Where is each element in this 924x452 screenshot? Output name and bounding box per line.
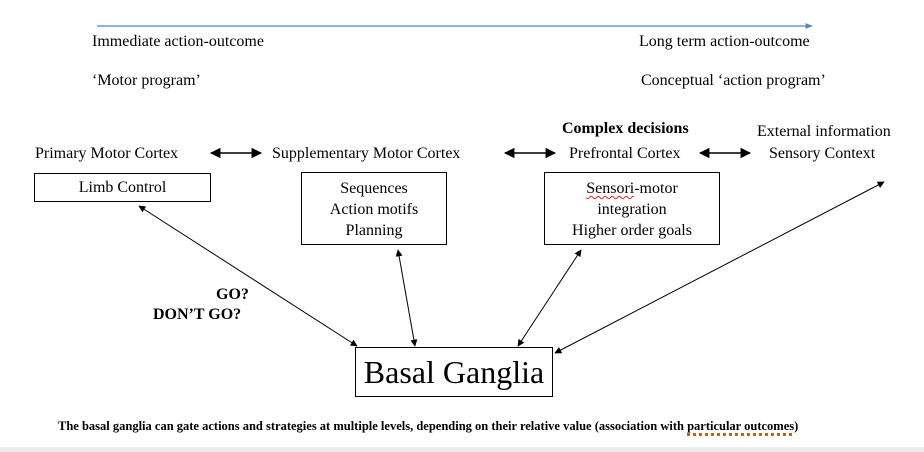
arrow-bg-sma <box>395 249 418 347</box>
timeline-left-label: Immediate action-outcome <box>92 33 264 50</box>
sma-planning: Planning <box>345 222 403 239</box>
timeline-right-label: Long term action-outcome <box>639 33 810 50</box>
sma-sequences: Sequences <box>340 180 408 197</box>
sma-box: Sequences Action motifs Planning <box>301 172 447 245</box>
timeline-right-sublabel: Conceptual ‘action program’ <box>641 72 826 89</box>
pfc-integration: integration <box>597 201 667 218</box>
sensory-context-label: Sensory Context <box>769 145 876 162</box>
caption-main: The basal ganglia can gate actions and s… <box>58 419 688 433</box>
caption-end: ) <box>794 419 799 433</box>
spellcheck-word: Sensori <box>586 180 635 197</box>
pfc-box: Sensori-motor integration Higher order g… <box>544 172 720 245</box>
bottom-divider <box>0 447 924 452</box>
pfc-higher-order-goals: Higher order goals <box>572 222 692 239</box>
limb-control-box: Limb Control <box>34 173 211 202</box>
go-label: GO? <box>216 286 249 303</box>
primary-motor-cortex-label: Primary Motor Cortex <box>35 145 179 162</box>
prefrontal-cortex-label: Prefrontal Cortex <box>569 145 681 162</box>
caption: The basal ganglia can gate actions and s… <box>58 419 798 434</box>
dont-go-label: DON’T GO? <box>153 306 242 323</box>
limb-control-text: Limb Control <box>78 179 167 196</box>
basal-ganglia-box: Basal Ganglia <box>355 347 553 397</box>
timeline-left-sublabel: ‘Motor program’ <box>92 72 201 89</box>
external-information-label: External information <box>757 123 891 140</box>
caption-underlined: particular outcomes <box>687 419 795 433</box>
basal-ganglia-label: Basal Ganglia <box>363 354 545 390</box>
arrow-bg-pfc <box>517 249 582 347</box>
supplementary-motor-cortex-label: Supplementary Motor Cortex <box>272 145 461 162</box>
pfc-sensorimotor: Sensori-motor <box>545 178 719 199</box>
complex-decisions-heading: Complex decisions <box>562 120 689 137</box>
pfc-sensorimotor-rest: -motor <box>634 180 678 197</box>
sma-action-motifs: Action motifs <box>329 201 419 218</box>
